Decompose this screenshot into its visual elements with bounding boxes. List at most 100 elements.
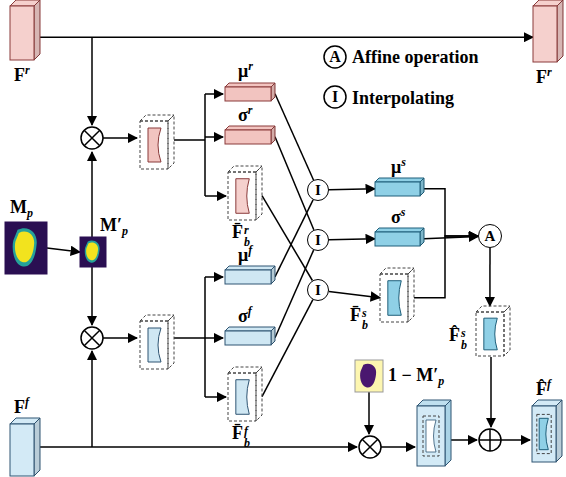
wire xyxy=(205,276,223,278)
script-stack: fb xyxy=(244,425,250,449)
superscript: f xyxy=(244,425,250,437)
shape xyxy=(375,178,424,196)
block-face xyxy=(417,406,445,466)
block-face xyxy=(445,400,451,466)
feature-node: μr xyxy=(225,83,275,101)
math-label: Mp xyxy=(10,198,33,219)
feature-node: σs xyxy=(375,228,424,246)
feature-node: 1 − M′p xyxy=(355,360,383,392)
multiply-cross xyxy=(362,439,378,455)
mask-ground xyxy=(355,360,383,392)
add-cross xyxy=(479,429,501,451)
shape xyxy=(380,268,414,322)
multiply-symbol xyxy=(359,436,381,458)
operator-letter: I xyxy=(315,183,321,198)
block-shade xyxy=(556,400,562,462)
multiply-cross xyxy=(84,130,100,146)
mask-region xyxy=(148,128,161,162)
subscript: p xyxy=(122,224,128,238)
math-label: Ff xyxy=(14,396,29,416)
superscript: f xyxy=(248,304,252,318)
connector xyxy=(329,291,380,297)
inner-region xyxy=(484,318,497,350)
block-front xyxy=(533,6,557,62)
legend-letter: I xyxy=(324,88,346,106)
feature-node: Fr xyxy=(10,0,40,60)
wire xyxy=(91,267,93,325)
script-stack: sb xyxy=(461,327,467,351)
wire xyxy=(451,439,477,441)
block-top xyxy=(225,266,275,270)
math-label: F̂f xyxy=(536,378,551,398)
legend-letter: A xyxy=(324,48,346,66)
connector xyxy=(424,189,478,236)
symbol-base: μ xyxy=(238,61,248,81)
wire xyxy=(205,93,223,95)
connector xyxy=(424,237,478,239)
operator-letter: I xyxy=(315,233,321,248)
block-shade xyxy=(271,83,275,101)
superscript: r xyxy=(25,63,30,77)
math-label: μr xyxy=(238,60,253,80)
superscript: f xyxy=(547,377,551,391)
legend-text: Affine operation xyxy=(352,47,478,67)
math-label: Fr xyxy=(14,64,30,84)
mask-blob xyxy=(85,241,100,263)
symbol-base: μ xyxy=(238,245,248,265)
feature-node: μs xyxy=(375,178,424,196)
block-front xyxy=(532,406,556,462)
math-label: σs xyxy=(391,206,405,226)
block-top xyxy=(375,178,424,182)
operator-circle: I xyxy=(307,279,329,301)
add-symbol xyxy=(479,429,501,451)
superscript: f xyxy=(248,243,252,257)
shape xyxy=(80,237,106,267)
subscript: b xyxy=(362,319,368,331)
block-side xyxy=(556,400,562,462)
superscript: r xyxy=(547,65,552,79)
block-shade xyxy=(271,126,275,144)
symbol-base: F xyxy=(14,397,25,417)
shape xyxy=(355,360,383,392)
math-label: F̄sb xyxy=(350,306,368,331)
symbol-base: F̂ xyxy=(536,379,547,399)
shape xyxy=(476,306,510,356)
mask-ground xyxy=(5,222,47,274)
block-side xyxy=(420,178,424,196)
wires xyxy=(40,37,530,447)
math-label: μs xyxy=(391,156,406,176)
inner-region xyxy=(539,418,548,449)
operator-circle: A xyxy=(478,224,502,248)
wire xyxy=(501,439,530,441)
block-shade xyxy=(420,178,424,196)
symbol-base: M′ xyxy=(100,215,122,235)
feature-node: Ff xyxy=(10,418,40,476)
block-top xyxy=(225,126,275,130)
operator-circle: I xyxy=(307,179,329,201)
wire xyxy=(205,136,223,138)
block-top xyxy=(375,228,424,232)
inner-region xyxy=(236,380,249,415)
symbol-base: F xyxy=(14,65,25,85)
block-shade xyxy=(420,228,424,246)
script-stack: sb xyxy=(362,307,368,331)
masked-feature-red xyxy=(140,115,174,169)
block-shade xyxy=(34,0,40,60)
superscript: r xyxy=(248,59,253,73)
block-face xyxy=(140,121,168,169)
wire xyxy=(174,94,205,196)
block-shade xyxy=(271,327,275,345)
legend-circle xyxy=(324,46,346,68)
block-face xyxy=(168,315,174,369)
mask-ground xyxy=(80,237,106,267)
shape xyxy=(375,228,424,246)
block-front xyxy=(375,232,420,246)
subscript: p xyxy=(27,206,33,220)
block-front xyxy=(228,172,256,220)
feature-node: F̂sb xyxy=(476,306,510,356)
wire xyxy=(40,446,357,448)
connector xyxy=(47,248,80,252)
block-shade xyxy=(34,418,40,476)
feature-node: Mp xyxy=(5,222,47,274)
